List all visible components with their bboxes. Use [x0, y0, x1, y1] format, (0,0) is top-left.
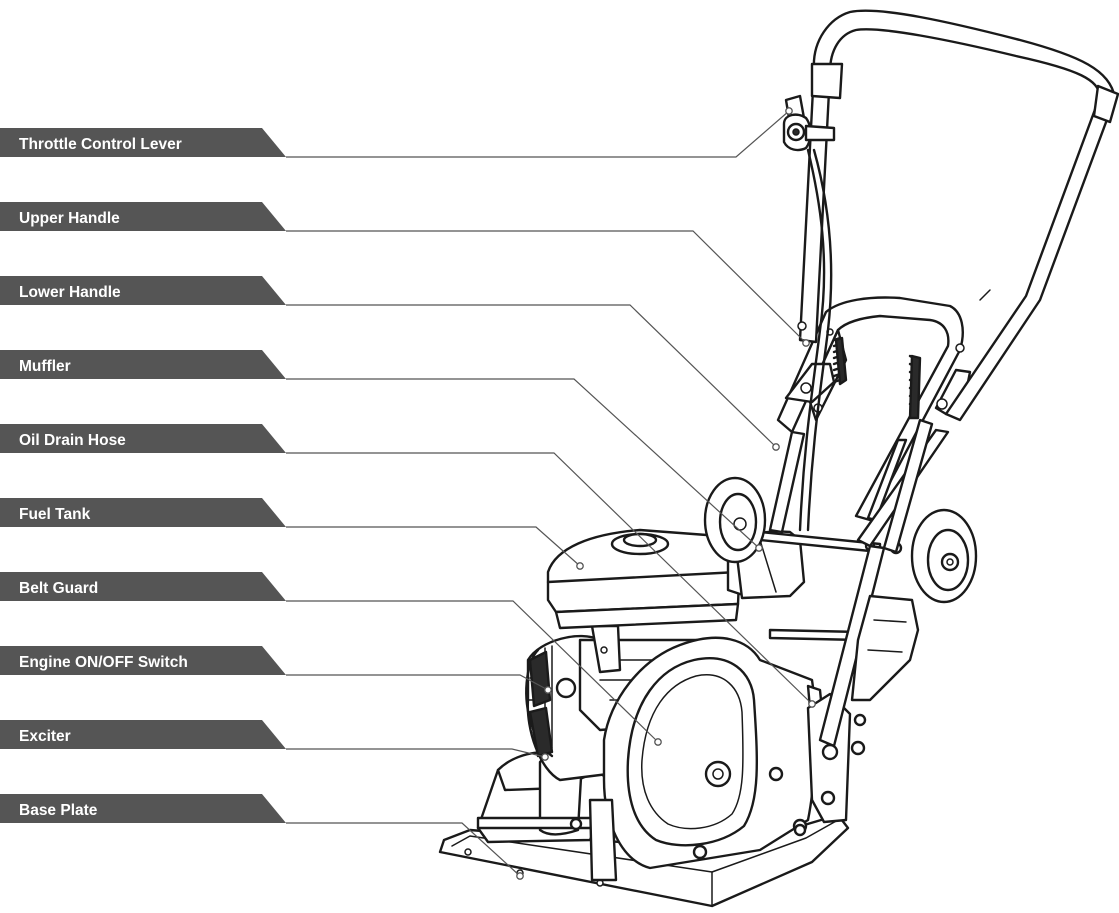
- label-tag: [0, 424, 286, 453]
- label-tag: [0, 276, 286, 305]
- label-text: Muffler: [19, 358, 71, 375]
- label-text: Exciter: [19, 728, 71, 745]
- leader-line: [286, 674, 549, 691]
- leader-line: [286, 110, 790, 158]
- label-tag: [0, 350, 286, 379]
- label-text: Engine ON/OFF Switch: [19, 654, 188, 671]
- label-text: Base Plate: [19, 802, 98, 819]
- label-oil-drain-hose: Oil Drain Hose: [0, 424, 816, 708]
- leader-dot: [654, 738, 662, 746]
- leader-dot: [808, 700, 816, 708]
- label-tag: [0, 202, 286, 231]
- label-muffler: Muffler: [0, 350, 763, 552]
- belt-guard-shape: [569, 636, 817, 882]
- leader-dot: [516, 872, 524, 880]
- leader-line: [286, 822, 521, 877]
- leader-dot: [544, 686, 552, 694]
- leader-dot: [802, 339, 810, 347]
- leader-line: [286, 452, 813, 705]
- label-belt-guard: Belt Guard: [0, 572, 662, 746]
- label-tag: [0, 572, 286, 601]
- leader-dot: [576, 562, 584, 570]
- label-upper-handle: Upper Handle: [0, 202, 810, 347]
- label-text: Oil Drain Hose: [19, 432, 126, 449]
- label-lower-handle: Lower Handle: [0, 276, 780, 451]
- leader-dot: [755, 544, 763, 552]
- leader-line: [286, 378, 760, 549]
- label-tag: [0, 794, 286, 823]
- frame-tubes: [768, 418, 950, 837]
- leader-line: [286, 526, 581, 567]
- label-text: Lower Handle: [19, 284, 121, 301]
- label-text: Fuel Tank: [19, 506, 91, 523]
- label-text: Throttle Control Lever: [19, 136, 182, 153]
- label-base-plate: Base Plate: [0, 794, 524, 880]
- leader-dot: [772, 443, 780, 451]
- wheel-right: [864, 508, 978, 604]
- label-tag: [0, 646, 286, 675]
- leader-line: [286, 304, 777, 448]
- leader-dot: [541, 753, 549, 761]
- leader-line: [286, 748, 546, 758]
- leader-dot: [785, 107, 793, 115]
- label-text: Belt Guard: [19, 580, 98, 597]
- leader-line: [286, 600, 659, 743]
- label-exciter: Exciter: [0, 720, 549, 761]
- wheel-left: [703, 476, 767, 564]
- leader-line: [286, 230, 807, 344]
- label-tag: [0, 720, 286, 749]
- label-tag: [0, 498, 286, 527]
- label-throttle-control-lever: Throttle Control Lever: [0, 107, 793, 158]
- throttle-shape: [782, 94, 836, 532]
- upper-handle-shape: [797, 9, 1119, 422]
- compactor-illustration: [438, 9, 1119, 908]
- label-fuel-tank: Fuel Tank: [0, 498, 584, 570]
- label-text: Upper Handle: [19, 210, 120, 227]
- label-engine-on-off-switch: Engine ON/OFF Switch: [0, 646, 552, 694]
- label-tag: [0, 128, 286, 157]
